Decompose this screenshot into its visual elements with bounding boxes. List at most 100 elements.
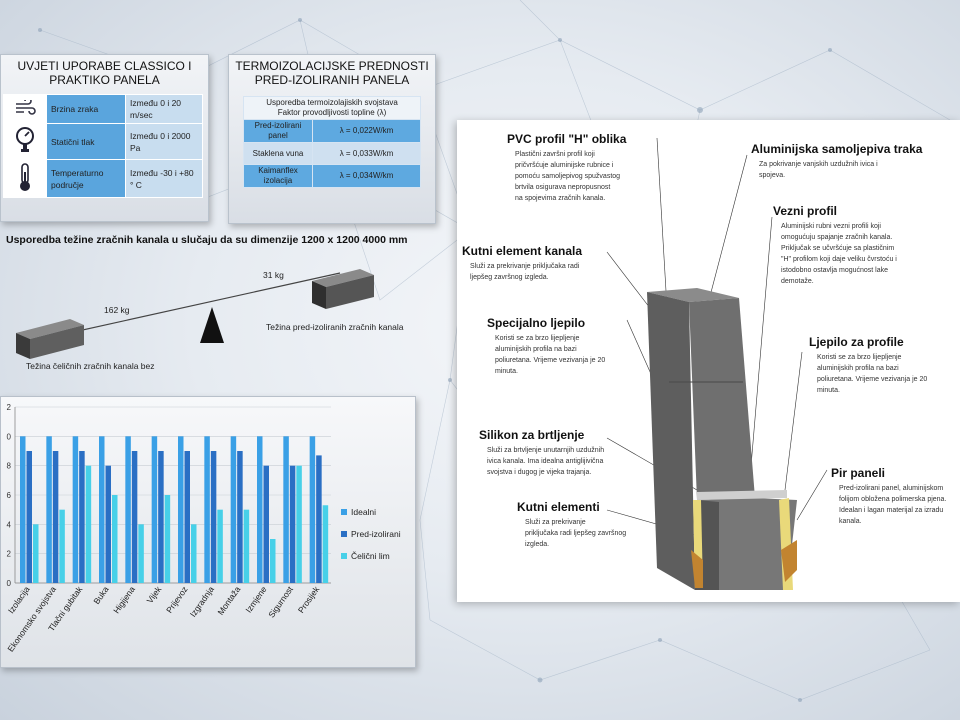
bar <box>243 509 250 583</box>
material-cell: Kaimanflex izolacija <box>243 164 313 188</box>
bar <box>105 465 111 583</box>
duct-label-line: Idealan i lagan materijal za izradu <box>839 507 944 514</box>
duct-label-line: priključaka radi ljepšeg završnog <box>525 530 627 537</box>
legend-label: Pred-izolirani <box>351 529 401 539</box>
bar <box>204 436 210 583</box>
duct-label-title: Pir paneli <box>831 466 886 480</box>
thermal-table-header: Usporedba termoizolajiskih svojstava Fak… <box>243 96 421 120</box>
duct-label-line: brtvila osigurava nepropusnost <box>515 184 611 191</box>
duct-label-title: PVC profil "H" oblika <box>507 132 627 146</box>
legend-swatch <box>341 531 347 537</box>
bar <box>72 436 79 583</box>
x-tick-label: Prosijek <box>296 584 322 615</box>
bar <box>289 465 296 583</box>
x-tick-label: Montaža <box>215 584 242 617</box>
duct-label-line: ljepšeg završnog izgleda. <box>470 274 549 281</box>
x-tick-label: Izmjene <box>243 584 268 614</box>
lambda-cell: λ = 0,033W/km <box>312 142 421 165</box>
conditions-label: Temperaturno područje <box>46 159 126 198</box>
bar <box>125 436 131 583</box>
bar <box>79 451 85 583</box>
duct-label-line: poliuretana. Vrijeme vezivanja je 20 <box>817 376 928 383</box>
bar <box>296 465 302 583</box>
weight-scale-illustration <box>16 269 374 359</box>
bar <box>210 451 217 583</box>
bar <box>178 436 184 583</box>
conditions-label: Brzina zraka <box>46 94 126 124</box>
table-row: Statični tlak Između 0 i 2000 Pa <box>3 123 203 160</box>
duct-label-line: ivica kanala. Ima idealna antiglijivična <box>487 458 604 465</box>
duct-label-line: kanala. <box>839 518 862 525</box>
duct-label-line: "H" profilom koji daje veliku čvrstoću i <box>781 256 897 263</box>
legend-label: Čelični lim <box>351 551 390 561</box>
wind-icon <box>3 94 47 124</box>
preinsulated-duct-box <box>312 269 374 309</box>
duct-label-line: omogućuju spajanje zračnih kanala. <box>781 234 893 241</box>
duct-label-title: Ljepilo za profile <box>809 335 904 349</box>
conditions-value: Između -30 i +80 ° C <box>125 159 203 198</box>
lambda-cell: λ = 0,022W/km <box>312 119 421 143</box>
table-row: Usporedba termoizolajiskih svojstava Fak… <box>243 96 421 120</box>
legend-swatch <box>341 509 347 515</box>
legend-label: Idealni <box>351 507 376 517</box>
duct-label-line: svojstva i dugog je vijeka trajanja. <box>487 469 592 476</box>
conditions-label: Statični tlak <box>46 123 126 160</box>
bar <box>46 436 52 583</box>
balance-fulcrum <box>200 307 224 343</box>
y-tick-label: 8 <box>7 462 12 471</box>
thermal-title: TERMOIZOLACIJSKE PREDNOSTI PRED-IZOLIRAN… <box>229 55 435 87</box>
y-tick-label: 2 <box>7 550 12 559</box>
duct-label-line: spojeva. <box>759 172 786 179</box>
x-tick-label: Buka <box>91 584 110 606</box>
duct-label-description: Služi za brtvljenje unutarnjih uzdužnih i… <box>487 445 657 478</box>
x-tick-label: Ekonomsko svojstva <box>5 584 58 653</box>
bar <box>20 436 26 583</box>
bar <box>322 505 329 583</box>
duct-label-line: Priključak se učvršćuje sa plastičnim <box>781 245 895 252</box>
table-row: Kaimanflex izolacija λ = 0,034W/km <box>243 164 421 188</box>
thermal-title-line2: PRED-IZOLIRANIH PANELA <box>254 73 410 87</box>
thermometer-icon <box>3 159 47 198</box>
duct-label-line: minuta. <box>495 368 518 375</box>
duct-label-line: izgleda. <box>525 541 550 548</box>
y-tick-label: 0 <box>7 432 12 441</box>
table-row: Brzina zraka Između 0 i 20 m/sec <box>3 94 203 124</box>
table-row: Pred-izolirani panel λ = 0,022W/km <box>243 119 421 143</box>
preinsulated-weight: 31 kg <box>263 270 284 280</box>
x-tick-label: Sigurnost <box>266 584 295 620</box>
duct-label-line: demotaže. <box>781 278 814 285</box>
duct-label-line: poliuretana. Vrijeme vezivanja je 20 <box>495 357 606 364</box>
bar <box>217 509 223 583</box>
bar <box>112 495 118 583</box>
duct-label-line: pričvršćuje aluminijske rubnice i <box>515 162 614 169</box>
conditions-table: Brzina zraka Između 0 i 20 m/sec Statičn… <box>3 94 203 198</box>
bar <box>230 436 237 583</box>
conditions-panel: UVJETI UPORABE CLASSICO I PRAKTIKO PANEL… <box>0 54 209 222</box>
bar <box>309 436 316 583</box>
lambda-cell: λ = 0,034W/km <box>312 164 421 188</box>
bar <box>316 455 322 583</box>
bar <box>26 451 32 583</box>
duct-label-line: folijom obložena polimerska pjena. <box>839 496 947 503</box>
preinsulated-caption: Težina pred-izoliranih zračnih kanala <box>266 322 404 332</box>
duct-label-line: Služi za brtvljenje unutarnjih uzdužnih <box>487 447 605 454</box>
conditions-value: Između 0 i 2000 Pa <box>125 123 203 160</box>
duct-label-title: Kutni element kanala <box>462 244 583 258</box>
bar <box>283 436 289 583</box>
duct-illustration <box>606 137 828 590</box>
steel-weight: 162 kg <box>104 305 130 315</box>
bar <box>158 451 164 583</box>
conditions-title-line2: PRAKTIKO PANELA <box>49 73 160 87</box>
duct-label-line: aluminijskih profila na bazi <box>817 365 899 372</box>
bar <box>237 451 243 583</box>
x-tick-label: Izgradnja <box>188 584 216 619</box>
bar <box>85 465 92 583</box>
duct-label-line: Koristi se za brzo lijepljenje <box>495 335 580 342</box>
bar <box>191 524 197 583</box>
